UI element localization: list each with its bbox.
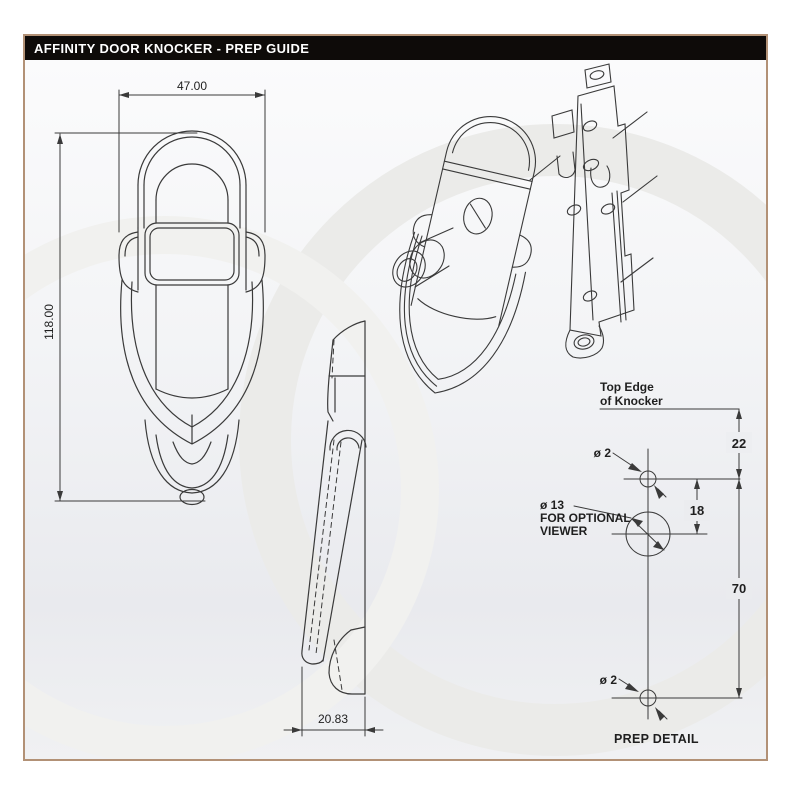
top-edge-label-line2: of Knocker: [600, 394, 663, 408]
iso-knocker-body: [399, 115, 537, 394]
front-width-dimension: [118, 89, 266, 233]
prep-guide-document: AFFINITY DOOR KNOCKER - PREP GUIDE: [23, 34, 768, 761]
side-thickness-dimension: [283, 666, 384, 737]
viewer-note-line1: FOR OPTIONAL: [540, 511, 631, 525]
front-width-dim-label: 47.00: [177, 79, 207, 93]
viewer-dia-label: ø 13: [540, 498, 564, 512]
document-header: AFFINITY DOOR KNOCKER - PREP GUIDE: [25, 36, 766, 60]
side-view: [283, 320, 384, 737]
drawing-area: 47.00 118.00: [25, 60, 766, 759]
isometric-view: [392, 63, 658, 394]
bottom-hole-dia-label: ø 2: [600, 673, 618, 687]
iso-mounting-bracket: [529, 63, 658, 359]
top-hole-dia-label: ø 2: [594, 446, 612, 460]
front-height-dimension: [54, 132, 206, 502]
dim-22-label: 22: [732, 436, 746, 451]
prep-detail-title: PREP DETAIL: [614, 732, 699, 746]
side-thickness-dim-label: 20.83: [318, 712, 348, 726]
background-watermark: [25, 124, 766, 759]
technical-drawing-canvas: 47.00 118.00: [25, 63, 766, 759]
dim-18-label: 18: [690, 503, 704, 518]
front-view: [54, 89, 266, 506]
side-view-hidden-lines: [308, 339, 343, 691]
prep-detail: [573, 408, 752, 721]
iso-viewer-tube: [392, 227, 454, 288]
dim-70-label: 70: [732, 581, 746, 596]
front-height-dim-label: 118.00: [42, 304, 56, 340]
top-edge-label-line1: Top Edge: [600, 380, 654, 394]
document-title: AFFINITY DOOR KNOCKER - PREP GUIDE: [34, 40, 310, 56]
viewer-note-line2: VIEWER: [540, 524, 588, 538]
